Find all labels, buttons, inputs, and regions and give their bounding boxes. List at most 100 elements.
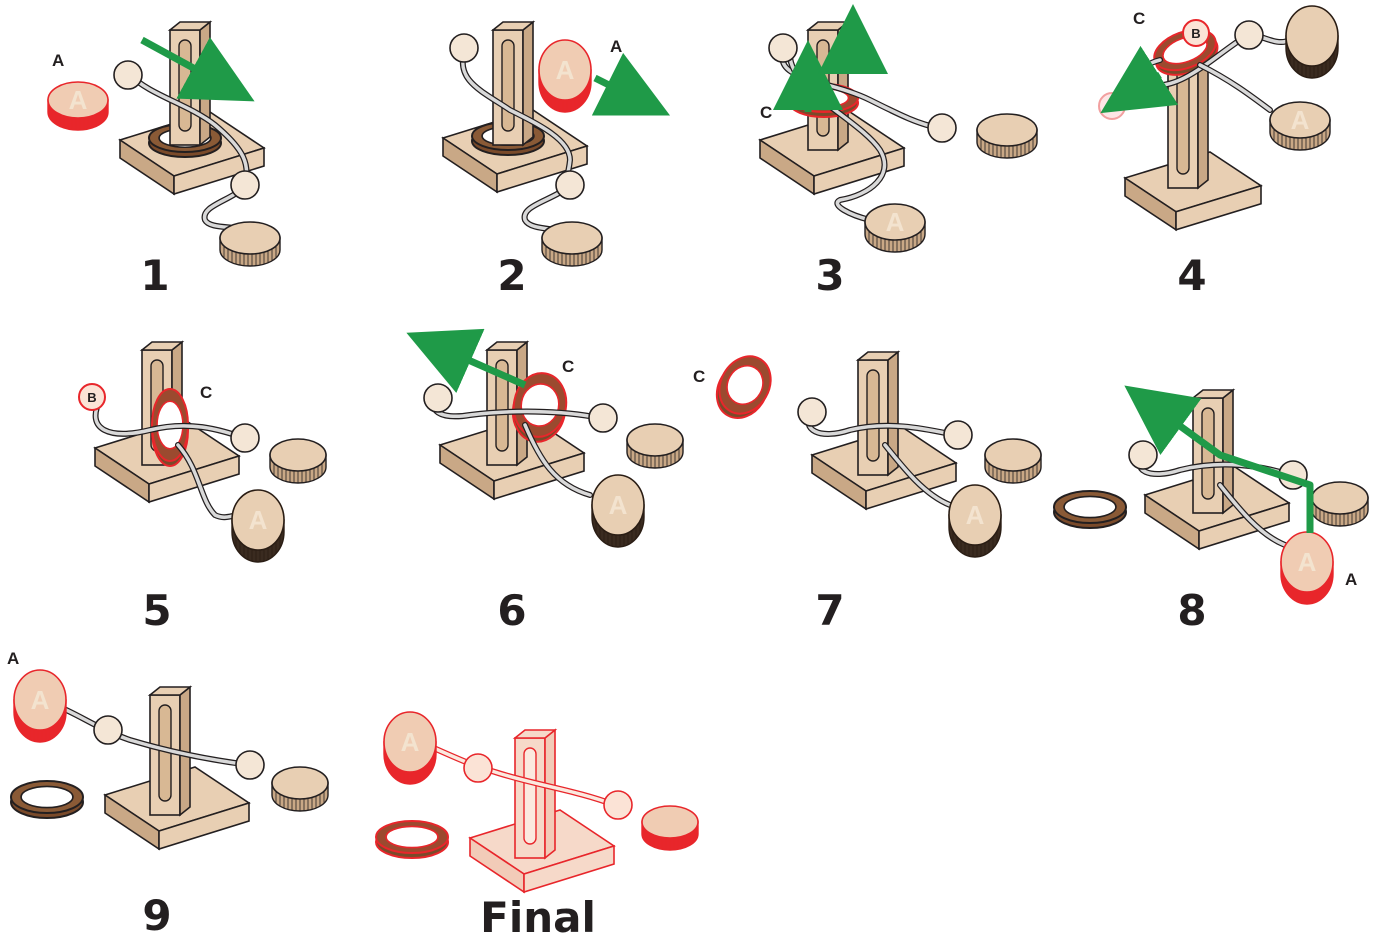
callout-label: A (610, 37, 622, 56)
base-side (496, 144, 588, 194)
post-side (199, 20, 211, 147)
ring (715, 355, 772, 419)
bead (423, 383, 453, 413)
bead (235, 750, 265, 780)
bead-b-marker (1182, 19, 1210, 47)
coin-face (591, 474, 645, 536)
string-wire (883, 443, 952, 507)
string-wire (806, 410, 957, 437)
string-wire (1218, 483, 1287, 547)
step-number: 4 (1177, 251, 1206, 300)
step-number: 2 (497, 251, 526, 300)
bead (230, 170, 260, 200)
coin-letter: A (31, 685, 50, 715)
step-number: 5 (142, 586, 171, 635)
step-panel: A (715, 350, 1042, 558)
coin-face (1311, 481, 1369, 515)
callout-label: C (562, 357, 574, 376)
callout-label: A (1345, 570, 1357, 589)
step-panel: BA (78, 340, 327, 563)
post-side (544, 728, 556, 860)
bead (927, 113, 957, 143)
coin-face (47, 81, 109, 119)
callout-label: C (693, 367, 705, 386)
bead (943, 420, 973, 450)
base-side (1175, 184, 1262, 231)
step-number: 7 (815, 586, 844, 635)
coin-letter: A (69, 85, 88, 115)
base-side (1198, 501, 1290, 551)
post-slot (495, 359, 509, 452)
string-wire (523, 423, 592, 497)
post-top (484, 341, 530, 351)
coin-letter: A (609, 490, 628, 520)
coin-letter: A (1291, 105, 1310, 135)
bead-b-letter: B (87, 390, 96, 405)
bead-b-marker (78, 383, 106, 411)
post-slot (866, 369, 880, 462)
move-arrow (1124, 385, 1314, 533)
bead (93, 715, 123, 745)
string-wire (53, 703, 252, 767)
post-slot (178, 39, 192, 132)
bead (449, 33, 479, 63)
string-wire (418, 740, 617, 807)
step-number: 6 (497, 586, 526, 635)
ring (375, 820, 449, 859)
coin-letter: A (886, 207, 905, 237)
base-side (493, 451, 585, 501)
coin-face (641, 805, 699, 839)
bead-b-letter: B (1191, 26, 1200, 41)
coin-letter: A (966, 500, 985, 530)
step-number: Final (480, 893, 596, 942)
coin-face (541, 221, 603, 255)
callout-label: A (52, 51, 64, 70)
step-panel: A (406, 328, 684, 548)
post-slot (501, 39, 515, 132)
coin-letter: A (249, 505, 268, 535)
post-slot (1176, 67, 1190, 175)
coin-letter: A (401, 727, 420, 757)
step-panel: A (1053, 385, 1369, 605)
bead (1234, 20, 1264, 50)
coin-face (626, 423, 684, 457)
coin-letter: A (556, 55, 575, 85)
coin-face (271, 766, 329, 800)
move-arrow (406, 328, 527, 393)
bead (603, 790, 633, 820)
post-top (855, 351, 901, 361)
callout-label: C (200, 383, 212, 402)
post-slot (523, 747, 537, 845)
callout-label: A (7, 649, 19, 668)
step-number: 3 (815, 251, 844, 300)
post-side (522, 20, 534, 147)
step-panel: A (47, 20, 281, 267)
coin-face (383, 711, 437, 773)
step-number: 8 (1177, 586, 1206, 635)
ring (1053, 490, 1127, 529)
ring (10, 780, 84, 819)
bead (463, 753, 493, 783)
move-arrow (140, 36, 255, 102)
bead (113, 60, 143, 90)
post-top (512, 729, 558, 739)
base-side (523, 844, 615, 894)
base-side (148, 454, 240, 504)
coin-face (269, 438, 327, 472)
step-number: 9 (142, 891, 171, 940)
bead (555, 170, 585, 200)
coin-face (219, 221, 281, 255)
callout-label: C (1133, 9, 1145, 28)
base-side (865, 461, 957, 511)
coin-face (976, 113, 1038, 147)
post-top (490, 21, 536, 31)
coin-face (948, 484, 1002, 546)
bead (230, 423, 260, 453)
base-side (158, 801, 250, 851)
string-wire (1198, 63, 1272, 112)
coin-face (538, 39, 592, 101)
coin-face (984, 438, 1042, 472)
callout-label: C (760, 103, 772, 122)
